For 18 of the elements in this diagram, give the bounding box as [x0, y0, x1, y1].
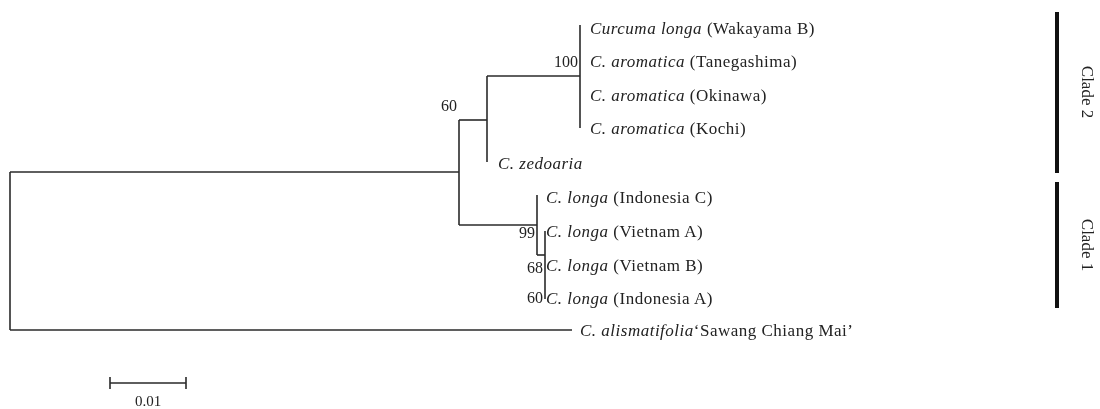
- taxon-label: C. aromatica (Kochi): [590, 119, 747, 137]
- taxon-label: C. longa (Vietnam A): [546, 222, 704, 240]
- clade-label: Clade 1: [1078, 218, 1096, 272]
- taxon-label: Curcuma longa (Wakayama B): [590, 19, 815, 37]
- taxon-label: C. aromatica (Okinawa): [590, 86, 768, 104]
- taxon-label: C. longa (Indonesia A): [546, 289, 713, 307]
- bootstrap-value: 60: [441, 98, 457, 114]
- bootstrap-value: 100: [554, 54, 578, 70]
- bootstrap-value: 99: [519, 225, 535, 241]
- bootstrap-value: 60: [527, 290, 543, 306]
- taxon-label: C. zedoaria: [498, 154, 583, 172]
- taxon-label: C. longa (Vietnam B): [546, 256, 704, 274]
- taxon-label: C. aromatica (Tanegashima): [590, 52, 798, 70]
- taxon-label: C. longa (Indonesia C): [546, 188, 713, 206]
- bootstrap-value: 68: [527, 260, 543, 276]
- clade-label: Clade 2: [1078, 65, 1096, 119]
- taxon-label: C. alismatifolia‘Sawang Chiang Mai’: [580, 321, 854, 339]
- scale-label: 0.01: [134, 393, 162, 409]
